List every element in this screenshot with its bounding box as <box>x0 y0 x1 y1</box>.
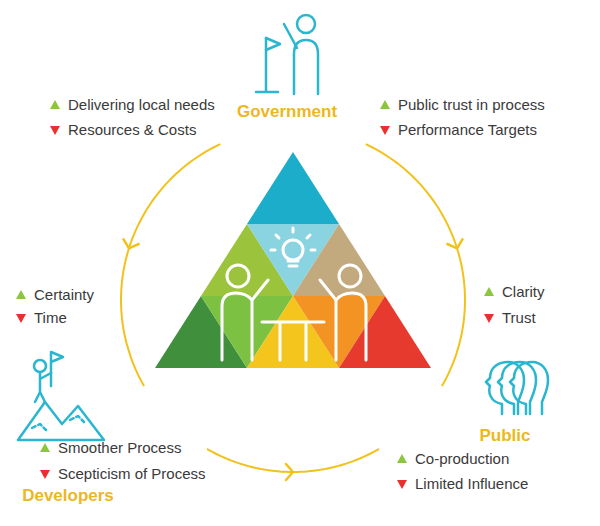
stakeholder-heading: Government <box>237 102 337 122</box>
arrow-head <box>447 239 462 248</box>
trend-label: Performance Targets <box>398 121 537 139</box>
trend-label: Clarity <box>502 283 545 301</box>
arrow-head <box>123 239 138 248</box>
government-icon <box>256 15 318 94</box>
cycle-line <box>121 144 220 386</box>
trend-label: Resources & Costs <box>68 121 196 139</box>
stakeholder-node: Developers <box>10 350 126 506</box>
stakeholder-heading: Developers <box>22 486 114 506</box>
stakeholder-node: Public <box>465 352 545 446</box>
arrow-head <box>286 464 293 480</box>
trend-label: Public trust in process <box>398 96 545 114</box>
trend-label: Limited Influence <box>415 475 528 493</box>
trend-label: Certainty <box>34 286 94 304</box>
stakeholder-heading: Public <box>479 426 530 446</box>
trend-label: Scepticism of Process <box>58 465 206 483</box>
cycle-arc <box>207 449 379 480</box>
stakeholder-node: Government <box>227 4 347 122</box>
trend-label: Smoother Process <box>58 439 181 457</box>
cycle-arc <box>366 144 465 386</box>
trend-markers <box>16 100 494 489</box>
developers-icon <box>18 352 104 440</box>
cycle-line <box>366 144 465 386</box>
trend-label: Trust <box>502 309 536 327</box>
trend-label: Delivering local needs <box>68 96 215 114</box>
cycle-line <box>207 449 379 472</box>
central-triangle <box>155 152 431 368</box>
cycle-arc <box>121 144 220 386</box>
trend-label: Co-production <box>415 450 509 468</box>
public-icon <box>486 362 548 414</box>
meeting-figures <box>222 228 366 360</box>
trend-label: Time <box>34 309 67 327</box>
